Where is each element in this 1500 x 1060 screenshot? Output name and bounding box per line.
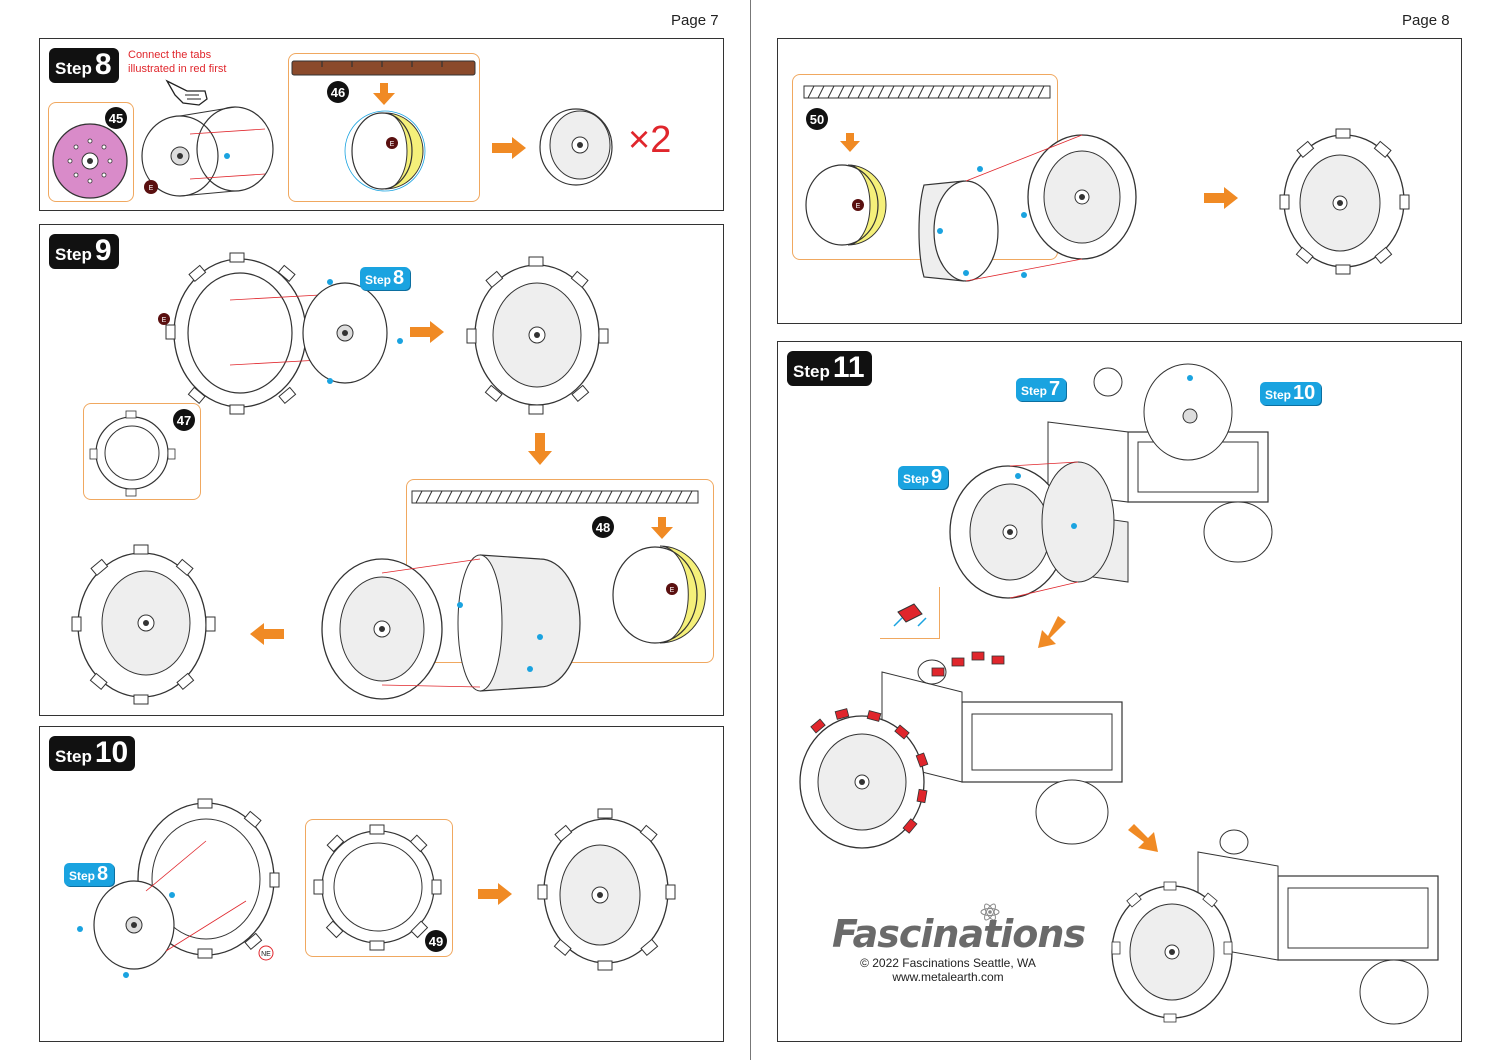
wheel-band-assembly-drawing (321, 554, 581, 700)
assembled-wheel-drawing (466, 256, 609, 415)
step-word: Step (55, 747, 92, 766)
tread-strip-part-icon (411, 490, 699, 504)
step-10-panel: Step 10 NE Step 8 49 (39, 726, 724, 1042)
step-8-badge: Step 8 (49, 48, 119, 83)
step-8-instruction: Connect the tabs illustrated in red firs… (128, 48, 226, 76)
right-arrow-icon (478, 883, 512, 905)
svg-text:E: E (162, 317, 167, 324)
pointing-hand-icon (165, 79, 208, 106)
rolled-tread-drawing: E (612, 545, 706, 644)
part-46-label: 46 (327, 81, 349, 103)
tractor-red-tabs-drawing (799, 651, 1123, 849)
step-11-panel: Step 11 Step 7 Step 10 Step 9 (777, 341, 1462, 1042)
step-10-continued-panel: 50 E (777, 38, 1462, 324)
ref-number: 7 (1049, 378, 1061, 400)
finished-rim-drawing (539, 108, 613, 186)
part-50-label: 50 (806, 108, 828, 130)
finished-rear-wheel-drawing (1279, 128, 1410, 275)
website-link[interactable]: www.metalearth.com (892, 970, 1004, 984)
page-divider (750, 0, 751, 1060)
tire-ring-part-icon (313, 824, 442, 951)
part-45-callout (48, 102, 134, 202)
step-number: 9 (94, 234, 112, 267)
step-number: 8 (94, 48, 112, 81)
rolled-band-drawing: E (344, 110, 426, 192)
ref-word: Step (365, 273, 392, 287)
band-wheel-assembly-drawing (918, 134, 1137, 282)
step-10-badge: Step 10 (49, 736, 136, 771)
svg-text:E: E (390, 141, 395, 148)
page-number-left: Page 7 (671, 12, 719, 29)
tread-strip-part-icon (803, 85, 1051, 99)
step-10-reference: Step 10 (1260, 382, 1322, 405)
right-arrow-icon (492, 137, 526, 159)
tractor-exploded-drawing (949, 363, 1273, 599)
svg-text:E: E (670, 587, 675, 594)
ref-word: Step (903, 472, 930, 486)
tab-e-label: E (149, 185, 154, 192)
small-tire-part-icon (89, 410, 176, 497)
finished-tire-drawing (71, 544, 216, 705)
step-11-badge: Step 11 (787, 351, 872, 386)
tab-ne-label: NE (261, 951, 271, 958)
step-number: 11 (832, 351, 865, 384)
bend-tab-detail-icon (893, 603, 927, 627)
ref-number: 8 (97, 863, 109, 885)
hub-rim-assembly-drawing: E (141, 106, 274, 197)
step-number: 10 (94, 736, 129, 769)
brown-strip-part-icon (291, 60, 476, 76)
instruction-line-1: Connect the tabs (128, 49, 212, 61)
step-8-reference: Step 8 (64, 863, 115, 886)
ref-number: 10 (1293, 382, 1316, 404)
quantity-multiplier: ×2 (628, 119, 672, 161)
step-word: Step (55, 59, 92, 78)
right-arrow-icon (410, 321, 444, 343)
copyright-text: © 2022 Fascinations Seattle, WA (860, 956, 1036, 970)
rolled-tread-drawing: E (805, 164, 887, 246)
part-47-label: 47 (173, 409, 195, 431)
tire-ring-drawing: E (158, 252, 403, 415)
down-arrow-icon (373, 83, 395, 105)
part-49-callout (305, 819, 453, 957)
part-46-callout (288, 53, 480, 202)
ref-word: Step (1265, 388, 1292, 402)
down-arrow-icon (528, 433, 552, 465)
down-arrow-icon (840, 133, 860, 152)
atom-logo-icon (980, 903, 1000, 921)
ref-number: 8 (393, 267, 405, 289)
instruction-line-2: illustrated in red first (128, 63, 227, 75)
left-arrow-icon (250, 623, 284, 645)
step-word: Step (793, 362, 830, 381)
part-49-label: 49 (425, 930, 447, 952)
finished-tractor-drawing (1111, 829, 1439, 1025)
step-8-reference: Step 8 (360, 267, 411, 290)
step-word: Step (55, 245, 92, 264)
pink-disc-part-icon (52, 123, 128, 199)
svg-text:E: E (856, 203, 861, 210)
ref-word: Step (69, 869, 96, 883)
finished-front-wheel-drawing (537, 808, 676, 971)
down-arrow-icon (651, 517, 673, 539)
down-right-arrow-icon (1128, 824, 1158, 852)
bend-detail-callout (880, 587, 940, 639)
step-9-reference: Step 9 (898, 466, 949, 489)
ref-number: 9 (931, 466, 943, 488)
part-48-label: 48 (592, 516, 614, 538)
right-arrow-icon (1204, 187, 1238, 209)
down-left-arrow-icon (1038, 616, 1066, 648)
fascinations-logo: Fascinations (832, 912, 1086, 956)
step-9-panel: Step 9 E Step 8 47 (39, 224, 724, 716)
step-7-reference: Step 7 (1016, 378, 1067, 401)
rim-tire-assembly-drawing: NE (77, 798, 280, 978)
ref-word: Step (1021, 384, 1048, 398)
part-47-callout (83, 403, 201, 500)
page-number-right: Page 8 (1402, 12, 1450, 29)
step-8-panel: Step 8 Connect the tabs illustrated in r… (39, 38, 724, 211)
step-9-badge: Step 9 (49, 234, 119, 269)
part-45-label: 45 (105, 107, 127, 129)
